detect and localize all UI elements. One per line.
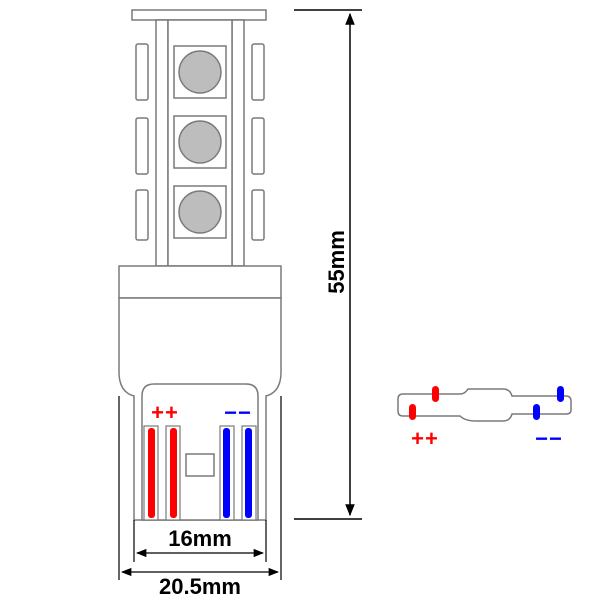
front-led-2 (173, 115, 227, 169)
front-led-1 (173, 45, 227, 99)
side-view-outline (397, 388, 572, 422)
negative-wire-2 (245, 428, 252, 518)
side-view-negative-label: −− (535, 426, 563, 451)
side-view-positive-contact-2 (432, 386, 439, 402)
side-view-negative-contact-2 (557, 386, 564, 402)
side-view-positive-contact-1 (409, 404, 416, 420)
positive-wire-2 (170, 428, 177, 518)
side-led-strip-right (231, 19, 265, 267)
negative-wire-1 (223, 428, 230, 518)
side-led-strip-left (135, 19, 169, 267)
outer-width-label: 20.5mm (159, 574, 241, 599)
bulb-collar (118, 265, 282, 299)
center-tab (185, 453, 215, 477)
height-label: 55mm (324, 230, 349, 294)
bulb-top-cap (131, 9, 267, 21)
positive-label: ++ (151, 400, 179, 425)
front-led-3 (173, 185, 227, 239)
negative-label: −− (224, 400, 252, 425)
side-view-negative-contact-1 (533, 404, 540, 420)
inner-width-label: 16mm (168, 526, 232, 551)
side-view-positive-label: ++ (411, 426, 439, 451)
positive-wire-1 (148, 428, 155, 518)
